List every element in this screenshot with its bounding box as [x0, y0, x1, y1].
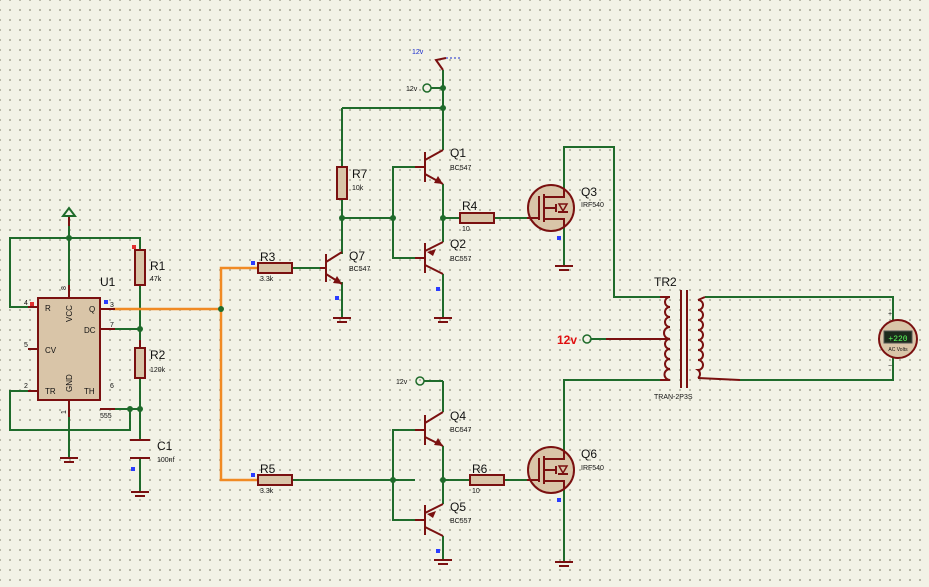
pin-cv-label: CV	[45, 346, 57, 355]
capacitor-c1[interactable]: C1 100nf	[130, 439, 175, 471]
q5-ref: Q5	[450, 500, 466, 514]
pin-gnd-label: GND	[65, 374, 74, 392]
r5-value: 3.3k	[260, 488, 274, 495]
ac-voltmeter[interactable]: +220 AC Volts + −	[878, 311, 918, 370]
q6-ref: Q6	[581, 447, 597, 461]
transformer-tr2[interactable]: TR2 TRAN-2P3S	[606, 275, 741, 401]
terminal-12v-center-tap[interactable]: 12v	[557, 333, 592, 347]
u1-part-label: 555	[100, 413, 112, 420]
meter-label: AC Volts	[888, 347, 908, 353]
pin-th-label: TH	[84, 387, 95, 396]
resistor-r2[interactable]: R2 120k	[134, 340, 166, 379]
output-bus	[113, 266, 258, 482]
q7-part: BC547	[349, 266, 371, 273]
meter-reading: +220	[888, 335, 907, 344]
transistor-q4[interactable]: Q4 BC547	[415, 409, 472, 447]
q3-part: IRF540	[581, 202, 604, 209]
terminal-12v-q4[interactable]: 12v	[396, 376, 425, 386]
pin-r-label: R	[45, 304, 51, 313]
center-tap-label: 12v	[557, 333, 577, 347]
q1-ref: Q1	[450, 146, 466, 160]
pin-num-6: 6	[110, 383, 114, 390]
pin-num-7: 7	[110, 322, 114, 329]
resistor-r3[interactable]: R3 3.3k	[251, 250, 293, 283]
meter-plus: +	[888, 311, 892, 318]
pin-q-label: Q	[89, 305, 95, 314]
q1-part: BC547	[450, 165, 472, 172]
q4-ref: Q4	[450, 409, 466, 423]
r6-ref: R6	[472, 462, 488, 476]
r7-ref: R7	[352, 167, 368, 181]
resistor-r6[interactable]: R6 10	[469, 462, 505, 495]
timer-u1[interactable]: U1 R Q DC CV TR TH VCC GND 4 3 7 5 2 6 8…	[24, 275, 116, 420]
pin-vcc-label: VCC	[65, 305, 74, 322]
q6-part: IRF540	[581, 465, 604, 472]
resistor-r1[interactable]: R1 47k	[132, 245, 166, 286]
c1-value: 100nf	[157, 457, 175, 464]
pin-num-8: 8	[61, 286, 68, 290]
transistor-q7[interactable]: Q7 BC547	[320, 249, 371, 300]
vcc-power-icon	[61, 206, 77, 226]
q4-part: BC547	[450, 427, 472, 434]
r7-value: 10k	[352, 185, 364, 192]
pin-num-2: 2	[24, 383, 28, 390]
r4-value: 10	[462, 226, 470, 233]
transistor-q5[interactable]: Q5 BC557	[415, 500, 472, 553]
terminal-12v-top[interactable]: 12v	[406, 83, 432, 93]
resistor-r5[interactable]: R5 3.3k	[251, 462, 293, 495]
wires	[9, 70, 894, 562]
q2-part: BC557	[450, 256, 472, 263]
pin-num-4: 4	[24, 300, 28, 307]
r4-ref: R4	[462, 199, 478, 213]
u1-ref: U1	[100, 275, 116, 289]
ground-icon	[60, 265, 573, 567]
q2-ref: Q2	[450, 237, 466, 251]
power-probe-top[interactable]: 12v	[412, 49, 462, 71]
resistor-r4[interactable]: R4 10	[459, 199, 495, 233]
q5-part: BC557	[450, 518, 472, 525]
pin-num-3: 3	[110, 302, 114, 309]
r1-ref: R1	[150, 259, 166, 273]
q7-ref: Q7	[349, 249, 365, 263]
r6-value: 10	[472, 488, 480, 495]
r3-value: 3.3k	[260, 276, 274, 283]
transistor-q2[interactable]: Q2 BC557	[415, 237, 472, 291]
pin-num-5: 5	[24, 342, 28, 349]
q3-ref: Q3	[581, 185, 597, 199]
pin-tr-label: TR	[45, 387, 56, 396]
junctions	[66, 85, 446, 483]
top-terminal-label: 12v	[406, 86, 418, 93]
meter-minus: −	[888, 363, 892, 370]
r5-ref: R5	[260, 462, 276, 476]
tr2-part: TRAN-2P3S	[654, 394, 693, 401]
pin-dc-label: DC	[84, 326, 96, 335]
top-probe-label: 12v	[412, 49, 424, 56]
resistor-r7[interactable]: R7 10k	[336, 166, 368, 200]
tr2-ref: TR2	[654, 275, 677, 289]
mosfet-q3[interactable]: Q3 IRF540	[527, 184, 604, 240]
pin-num-1: 1	[61, 410, 68, 414]
r2-value: 120k	[150, 367, 166, 374]
transistor-q1[interactable]: Q1 BC547	[415, 146, 472, 185]
q4-terminal-label: 12v	[396, 379, 408, 386]
mosfet-q6[interactable]: Q6 IRF540	[527, 446, 604, 502]
c1-ref: C1	[157, 439, 173, 453]
r2-ref: R2	[150, 348, 166, 362]
r1-value: 47k	[150, 276, 162, 283]
r3-ref: R3	[260, 250, 276, 264]
